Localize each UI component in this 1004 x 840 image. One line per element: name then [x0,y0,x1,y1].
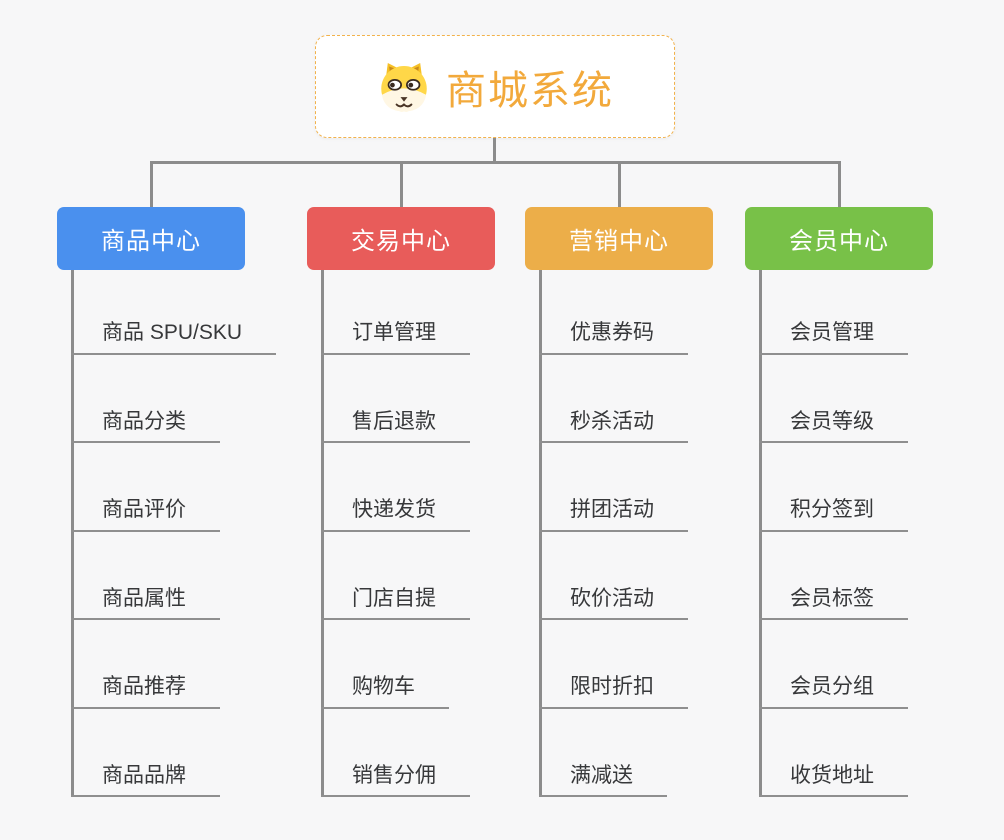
subtopic[interactable]: 积分签到 [759,497,908,532]
subtopic[interactable]: 优惠券码 [539,320,688,355]
branch-column: 交易中心 订单管理售后退款快递发货门店自提购物车销售分佣 [307,207,557,797]
subtopic[interactable]: 订单管理 [321,320,470,355]
branch-items: 订单管理售后退款快递发货门店自提购物车销售分佣 [321,266,470,797]
subtopic[interactable]: 商品评价 [71,497,220,532]
branch-column: 营销中心 优惠券码秒杀活动拼团活动砍价活动限时折扣满减送 [525,207,775,797]
subtopic[interactable]: 满减送 [539,763,667,797]
subtopic[interactable]: 门店自提 [321,586,470,620]
branch-items: 商品 SPU/SKU 商品分类商品评价商品属性商品推荐商品品牌 [71,266,277,797]
subtopic[interactable]: 会员分组 [759,674,908,709]
subtopic[interactable]: 拼团活动 [539,497,688,532]
subtopic[interactable]: 会员等级 [759,409,908,443]
subtopic[interactable]: 购物车 [321,674,449,709]
branch-column: 会员中心 会员管理会员等级积分签到会员标签会员分组收货地址 [745,207,995,797]
connector-drop [617,162,621,208]
subtopic[interactable]: 商品 SPU/SKU [71,320,277,355]
branch-column: 商品中心 商品 SPU/SKU 商品分类商品评价商品属性商品推荐商品品牌 [57,207,307,797]
subtopic[interactable]: 商品分类 [71,409,220,443]
root-topic-title: 商城系统 [446,68,614,113]
subtopic[interactable]: 销售分佣 [321,763,470,797]
connector-horizontal-rail [149,161,841,164]
dog-face-icon [381,62,427,111]
root-topic[interactable]: 商城系统 [315,35,675,138]
branch-items: 优惠券码秒杀活动拼团活动砍价活动限时折扣满减送 [539,266,688,797]
branch-topic[interactable]: 会员中心 [745,207,933,270]
subtopic[interactable]: 会员标签 [759,586,908,620]
branch-topic[interactable]: 营销中心 [525,207,713,270]
subtopic[interactable]: 砍价活动 [539,586,688,620]
connector-drop [149,162,153,208]
subtopic[interactable]: 快递发货 [321,497,470,532]
connector-drop [399,162,403,208]
subtopic[interactable]: 商品推荐 [71,674,220,709]
subtopic[interactable]: 会员管理 [759,320,908,355]
branch-topic[interactable]: 交易中心 [307,207,495,270]
connector-root-stem [493,138,496,164]
subtopic[interactable]: 收货地址 [759,763,908,797]
branch-spine-line [321,270,324,797]
subtopic[interactable]: 售后退款 [321,409,470,443]
subtopic[interactable]: 限时折扣 [539,674,688,709]
subtopic[interactable]: 商品属性 [71,586,220,620]
branch-spine-line [539,270,542,797]
branch-topic[interactable]: 商品中心 [57,207,245,270]
branch-spine-line [759,270,762,797]
connector-drop [837,162,841,208]
subtopic[interactable]: 秒杀活动 [539,409,688,443]
branch-items: 会员管理会员等级积分签到会员标签会员分组收货地址 [759,266,908,797]
subtopic[interactable]: 商品品牌 [71,763,220,797]
branch-spine-line [71,270,74,797]
